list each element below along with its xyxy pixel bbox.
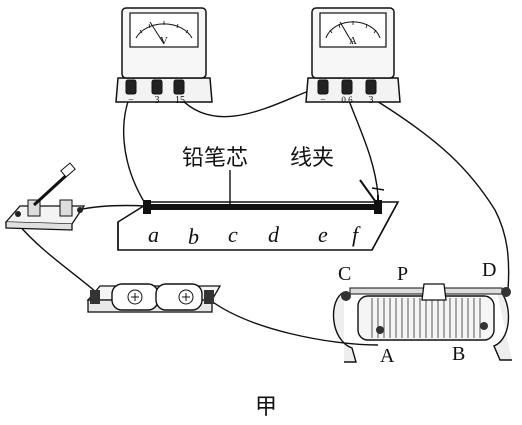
ammeter-icon: A − 0.6 3 <box>305 7 401 106</box>
battery-icon <box>86 283 222 313</box>
board-point-b: b <box>188 224 199 249</box>
rheostat-icon <box>332 283 512 363</box>
board-point-c: c <box>228 222 238 247</box>
pencil-lead-label: 铅笔芯 <box>182 145 248 170</box>
ammeter-terminal-neg: − <box>320 95 326 106</box>
rheostat-label-c: C <box>338 263 351 285</box>
pencil-lead <box>143 200 382 214</box>
voltmeter-unit: V <box>160 35 168 47</box>
rheostat-label-a: A <box>380 345 395 367</box>
voltmeter-icon: V − 3 15 <box>115 7 213 106</box>
board-point-a: a <box>148 222 159 247</box>
ammeter-terminal-0.6: 0.6 <box>341 95 353 105</box>
rheostat-label-d: D <box>482 259 496 281</box>
wire-clip <box>359 179 385 206</box>
voltmeter-terminal-3: 3 <box>155 95 160 106</box>
board-point-e: e <box>318 222 328 247</box>
rheostat-label-p: P <box>397 263 408 285</box>
wire-clip-label: 线夹 <box>290 145 334 170</box>
knife-switch-icon <box>4 162 86 231</box>
voltmeter-terminal-neg: − <box>128 95 134 106</box>
voltmeter-terminal-15: 15 <box>175 95 185 106</box>
board-point-f: f <box>352 222 361 247</box>
board-points: a b c d e f <box>148 222 361 249</box>
ammeter-terminal-3: 3 <box>369 95 374 106</box>
figure-caption: 甲 <box>255 394 277 419</box>
board-point-d: d <box>268 222 280 247</box>
rheostat-label-b: B <box>452 343 465 365</box>
ammeter-unit: A <box>349 35 357 47</box>
wires <box>17 85 510 346</box>
